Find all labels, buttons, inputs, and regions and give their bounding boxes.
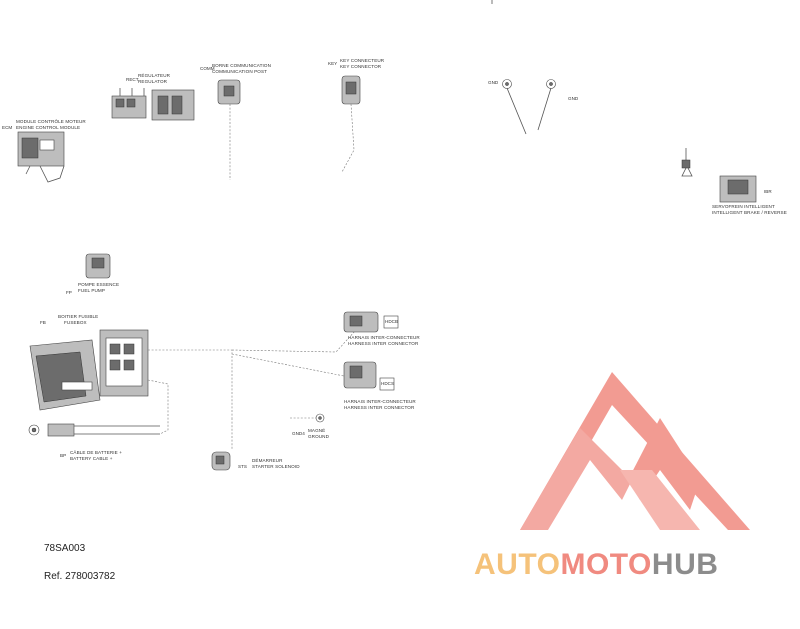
fusebox-code: FB	[40, 320, 46, 325]
fuel-pump-label-fr: POMPE ESSENCE	[78, 282, 120, 287]
gnd-right-code: GND	[568, 96, 579, 101]
magneto-ground-code: GND4	[292, 431, 305, 436]
harness-b-label-en: HARNESS INTER CONNECTOR	[344, 405, 415, 410]
harness-b-code: HDCS	[381, 381, 395, 386]
gnd-left-code: GND	[488, 80, 499, 85]
wire-fusebox-loop	[147, 379, 169, 435]
fuel-pump-label-en: FUEL PUMP	[78, 288, 106, 293]
watermark-auto: AUTO	[474, 548, 561, 581]
fuel-pump-drawing	[85, 253, 111, 279]
ibr-code: IBR	[764, 189, 772, 194]
fusebox-label-en: FUSEBOX	[64, 320, 87, 325]
regulator-drawing	[111, 88, 195, 121]
starter-solenoid-label-fr: DÉMARREUR	[252, 458, 283, 463]
harness-connector-a-drawing	[343, 311, 399, 333]
ibr-label-en: INTELLIGENT BRAKE / REVERSE	[712, 210, 787, 215]
watermark-hub: HUB	[651, 548, 719, 581]
key-connector-label-en: KEY CONNECTOR	[340, 64, 382, 69]
reference-number: Ref. 278003782	[44, 571, 116, 582]
engine-module-code: ECM	[2, 125, 13, 130]
watermark-moto: MOTO	[560, 548, 652, 581]
engine-module-label-fr: MODULE CONTRÔLE MOTEUR	[16, 119, 86, 124]
harness-b-label-fr: HARNAIS INTER-CONNECTEUR	[344, 399, 416, 404]
starter-solenoid-label-en: STARTER SOLENOID	[252, 464, 300, 469]
fusebox-label-fr: BOITIER FUSIBLE	[58, 314, 99, 319]
regulator-code: RECT	[126, 77, 139, 82]
battery-cable-label-fr: CÂBLE DE BATTERIE +	[70, 450, 122, 455]
communication-post-drawing	[217, 79, 241, 180]
logo-inner-fold	[620, 470, 700, 530]
comm-post-code: COMM	[200, 66, 215, 71]
engine-module-label-en: ENGINE CONTROL MODULE	[16, 125, 81, 130]
magneto-ground-label-en: GROUND	[308, 434, 330, 439]
fuel-pump-code: FP	[66, 290, 72, 295]
key-connector-code: KEY	[328, 61, 338, 66]
harness-a-label-en: HARNESS INTER CONNECTOR	[348, 341, 419, 346]
comm-post-label-fr: BORNE COMMUNICATION	[212, 63, 271, 68]
harness-connector-b-drawing	[343, 361, 395, 391]
watermark-brand: AUTOMOTOHUB	[474, 548, 718, 584]
comm-post-label-en: COMMUNICATION POST	[212, 69, 268, 74]
regulator-label-en: REGULATOR	[138, 79, 168, 84]
key-connector-drawing	[341, 75, 361, 173]
starter-solenoid-code: STS	[238, 464, 247, 469]
logo-outer-triangle	[520, 372, 612, 530]
wire-fusebox-center	[148, 349, 233, 418]
fusebox-drawing	[29, 329, 149, 411]
starter-solenoid-drawing	[211, 451, 231, 471]
wire-center-harness-b	[231, 353, 345, 377]
key-connector-label-fr: KEY CONNECTEUR	[340, 58, 385, 63]
battery-cable-drawing	[28, 423, 160, 437]
ground-lugs-drawing	[491, 0, 556, 135]
harness-a-label-fr: HARNAIS INTER-CONNECTEUR	[348, 335, 420, 340]
watermark-logo	[520, 372, 750, 530]
battery-cable-code: BP	[60, 453, 67, 458]
engine-control-module-drawing	[17, 131, 65, 183]
regulator-label-fr: RÉGULATEUR	[138, 73, 171, 78]
wire-center-harness	[231, 329, 357, 353]
magneto-ground-drawing	[290, 413, 325, 423]
magneto-ground-label-fr: MAGNÉ	[308, 428, 326, 433]
intelligent-brake-drawing	[681, 148, 757, 203]
logo-inner-left	[520, 428, 632, 530]
ibr-label-fr: SERVOFREIN INTELLIGENT	[712, 204, 775, 209]
diagram-code: 78SA003	[44, 543, 86, 554]
harness-a-code: HDCB	[385, 319, 399, 324]
battery-cable-label-en: BATTERY CABLE +	[70, 456, 113, 461]
